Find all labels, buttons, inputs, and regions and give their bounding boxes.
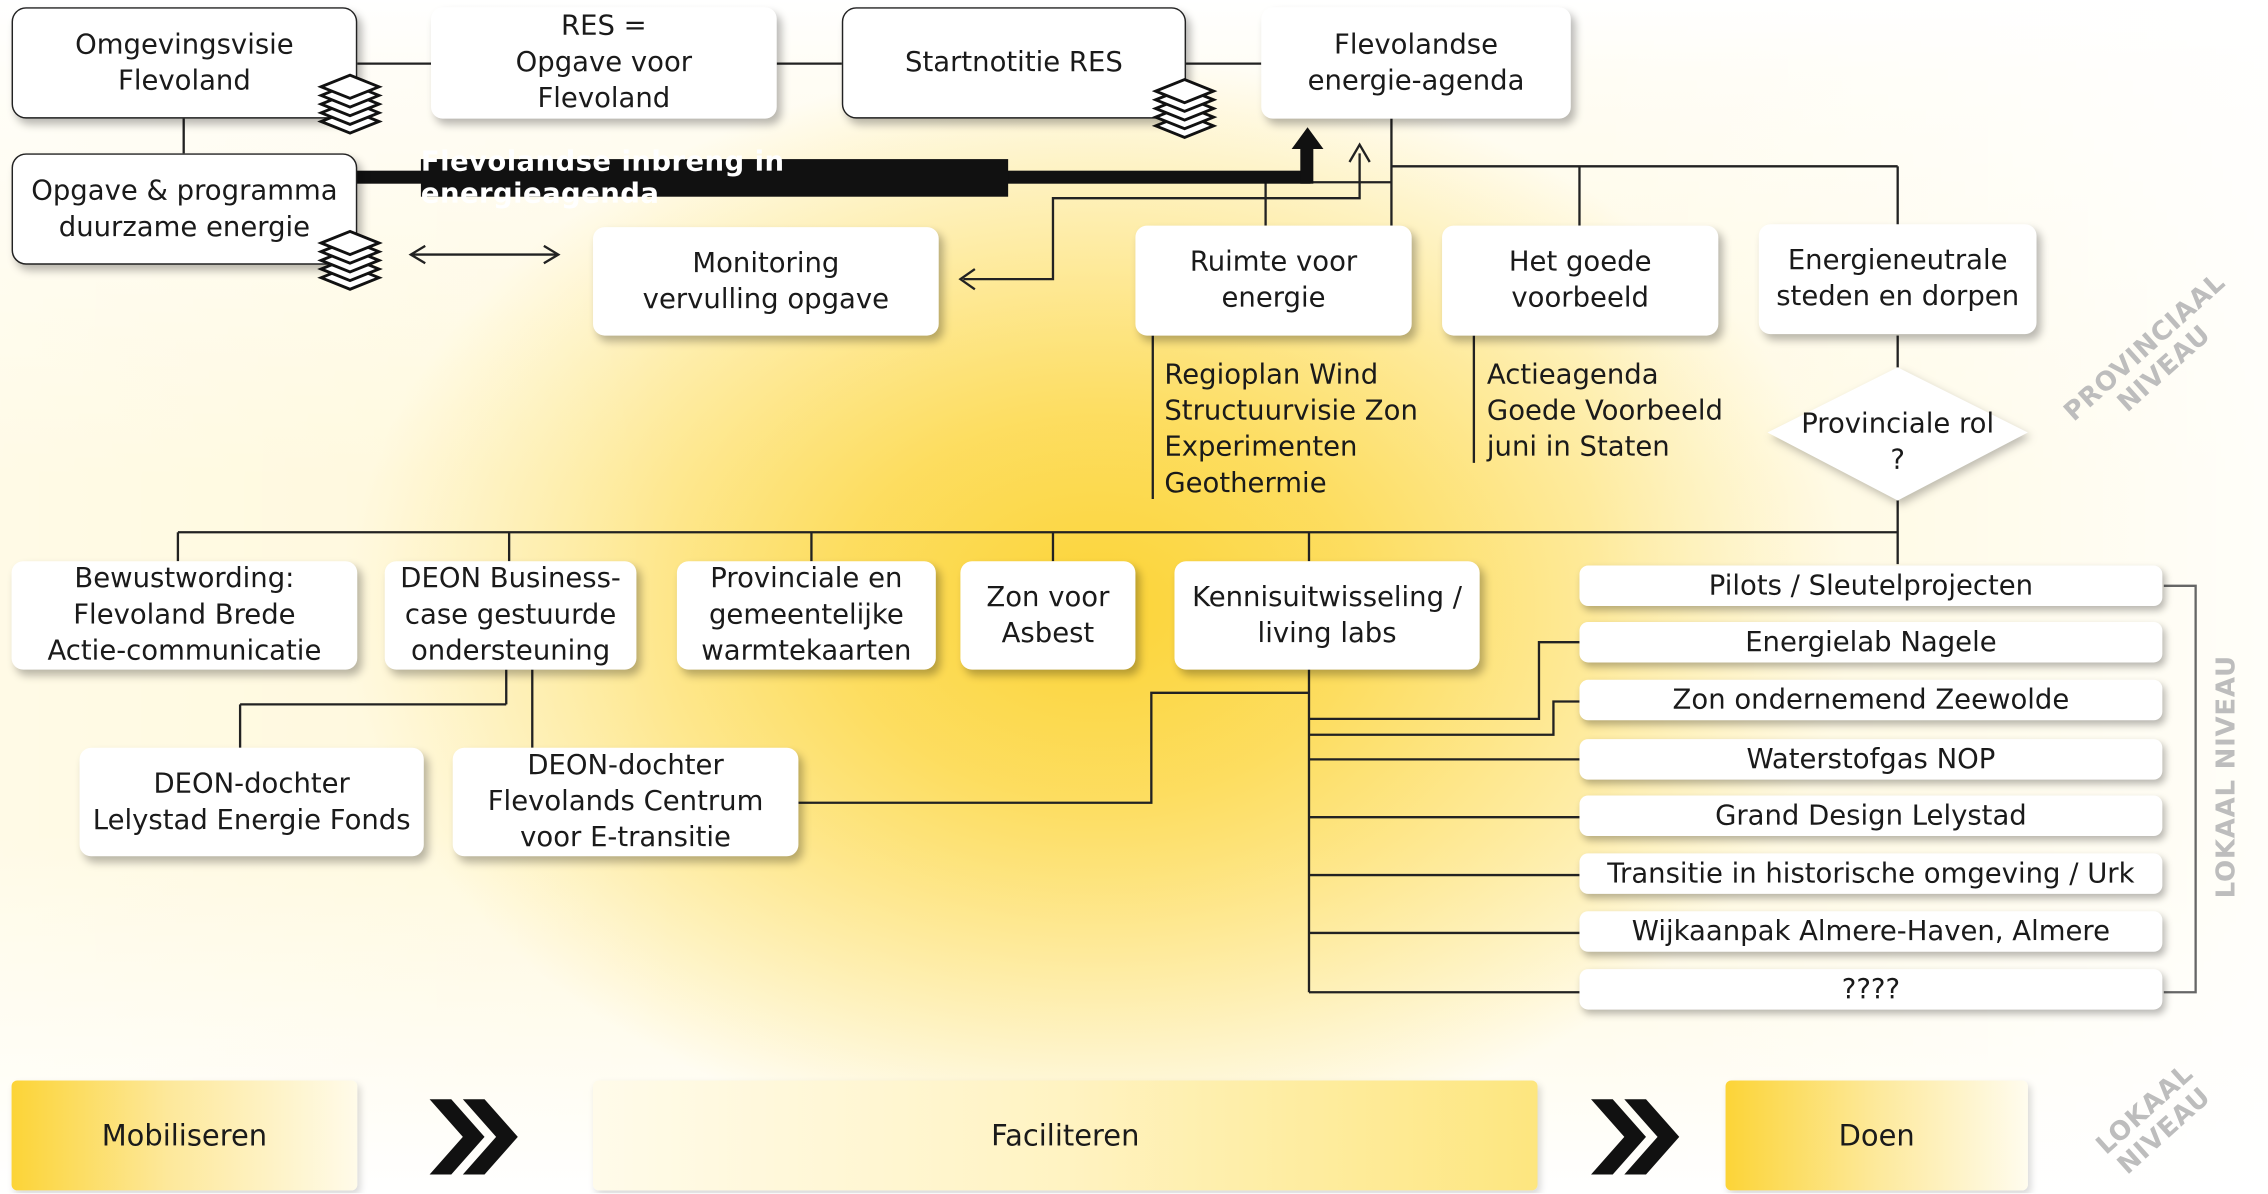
level-lokaal-label: LOKAAL NIVEAU	[2211, 655, 2242, 899]
deon-fonds-box: DEON-dochter Lelystad Energie Fonds	[79, 747, 424, 857]
zon-voor-asbest-box: Zon voor Asbest	[960, 561, 1136, 670]
kennisuitwisseling-box: Kennisuitwisseling / living labs	[1174, 561, 1480, 670]
pilot-item: Transitie in historische omgeving / Urk	[1579, 853, 2163, 894]
pilot-item: Energielab Nagele	[1579, 621, 2163, 663]
ruimte-list: Regioplan Wind Structuurvisie Zon Experi…	[1164, 358, 1418, 500]
goede-voorbeeld-box: Het goede voorbeeld	[1442, 225, 1719, 336]
energieagenda-box: Flevolandse energie-agenda	[1261, 7, 1571, 119]
phase-faciliteren: Faciliteren	[593, 1080, 1538, 1191]
deon-box: DEON Business- case gestuurde ondersteun…	[384, 561, 637, 670]
startnotitie-box: Startnotitie RES	[841, 7, 1187, 119]
document-stack-icon	[317, 229, 383, 291]
pilot-item: Zon ondernemend Zeewolde	[1579, 679, 2163, 721]
deon-centrum-box: DEON-dochter Flevolands Centrum voor E-t…	[452, 747, 799, 857]
pilot-item: Waterstofgas NOP	[1579, 739, 2163, 780]
energieneutrale-box: Energieneutrale steden en dorpen	[1758, 224, 2037, 335]
res-box: RES = Opgave voor Flevoland	[431, 7, 777, 119]
opgave-programma-box: Opgave & programma duurzame energie	[11, 153, 358, 265]
warmtekaarten-box: Provinciale en gemeentelijke warmtekaart…	[676, 561, 936, 670]
phase-doen: Doen	[1725, 1080, 2028, 1191]
ruimte-voor-energie-box: Ruimte voor energie	[1135, 225, 1412, 336]
inbreng-banner: Flevolandse inbreng in energieagenda	[420, 146, 1009, 210]
pilot-item: Grand Design Lelystad	[1579, 795, 2163, 837]
monitoring-box: Monitoring vervulling opgave	[593, 227, 939, 336]
document-stack-icon	[1151, 77, 1218, 139]
bewustwording-box: Bewustwording: Flevoland Brede Actie-com…	[11, 561, 358, 670]
phase-mobiliseren: Mobiliseren	[11, 1080, 358, 1191]
omgevingsvisie-box: Omgevingsvisie Flevoland	[11, 7, 358, 119]
pilot-item: Pilots / Sleutelprojecten	[1579, 565, 2163, 607]
provinciale-rol-label: Provinciale rol ?	[1801, 407, 1995, 476]
goede-list: Actieagenda Goede Voorbeeld juni in Stat…	[1486, 358, 1723, 463]
document-stack-icon	[317, 73, 383, 135]
pilot-item: ????	[1579, 969, 2163, 1010]
pilot-item: Wijkaanpak Almere-Haven, Almere	[1579, 911, 2163, 952]
